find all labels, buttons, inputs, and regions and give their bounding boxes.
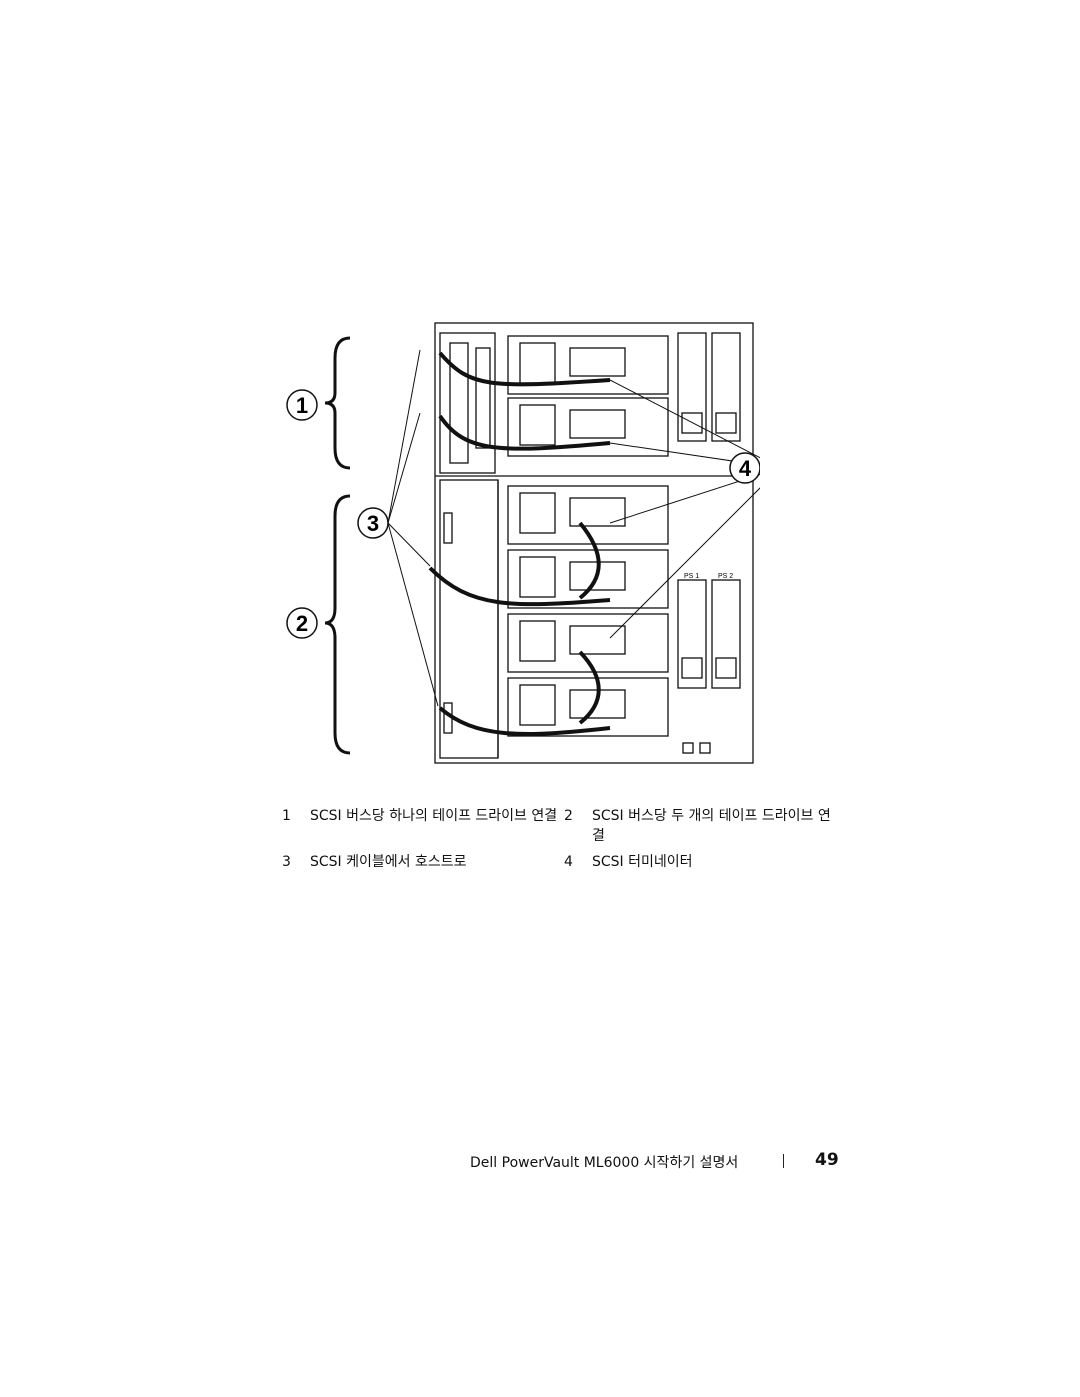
footer-divider [783,1154,784,1168]
scsi-cabling-diagram: 1 2 3 4 PS 1 PS 2 [286,322,760,764]
tape-drive-lower-4 [507,677,669,737]
legend-text: SCSI 버스당 하나의 테이프 드라이브 연결 [310,808,558,824]
callout-1: 1 [286,389,318,421]
legend-item-4: 4 SCSI 터미네이터 [564,852,844,872]
tape-drive-lower-3 [507,613,669,673]
callout-4-leaders [609,379,760,639]
legend-number: 1 [282,808,291,824]
callout-2: 2 [286,607,318,639]
tape-drive-upper-2 [507,397,669,457]
power-supplies-upper [677,332,741,442]
callout-3: 3 [357,507,389,539]
scsi-cables [428,351,611,736]
svg-text:2: 2 [296,611,308,636]
document-title: Dell PowerVault ML6000 시작하기 설명서 [470,1155,739,1171]
callout-4: 4 [729,452,760,484]
legend-item-3: 3 SCSI 케이블에서 호스트로 [282,852,562,872]
bracket-group-2 [324,494,351,755]
legend-text: SCSI 터미네이터 [592,854,693,870]
legend-number: 3 [282,854,291,870]
svg-text:4: 4 [739,456,752,481]
svg-text:3: 3 [367,511,379,536]
legend-number: 4 [564,854,573,870]
control-module [439,332,496,474]
legend-number: 2 [564,808,573,824]
tape-drive-lower-1 [507,485,669,545]
legend-item-1: 1 SCSI 버스당 하나의 테이프 드라이브 연결 [282,806,562,846]
legend-item-2: 2 SCSI 버스당 두 개의 테이프 드라이브 연결 [564,806,844,846]
page-footer: Dell PowerVault ML6000 시작하기 설명서 49 [470,1150,840,1174]
callout-3-leaders [387,349,439,707]
legend-text: SCSI 케이블에서 호스트로 [310,854,467,870]
bracket-group-1 [324,336,351,470]
tape-drive-lower-2 [507,549,669,609]
library-chassis [434,322,754,764]
ps2-label: PS 2 [718,573,733,580]
page-number: 49 [815,1150,839,1170]
svg-text:1: 1 [296,393,308,418]
ps1-label: PS 1 [684,573,699,580]
legend-text: SCSI 버스당 두 개의 테이프 드라이브 연결 [592,808,831,844]
power-supplies-lower [677,579,741,689]
